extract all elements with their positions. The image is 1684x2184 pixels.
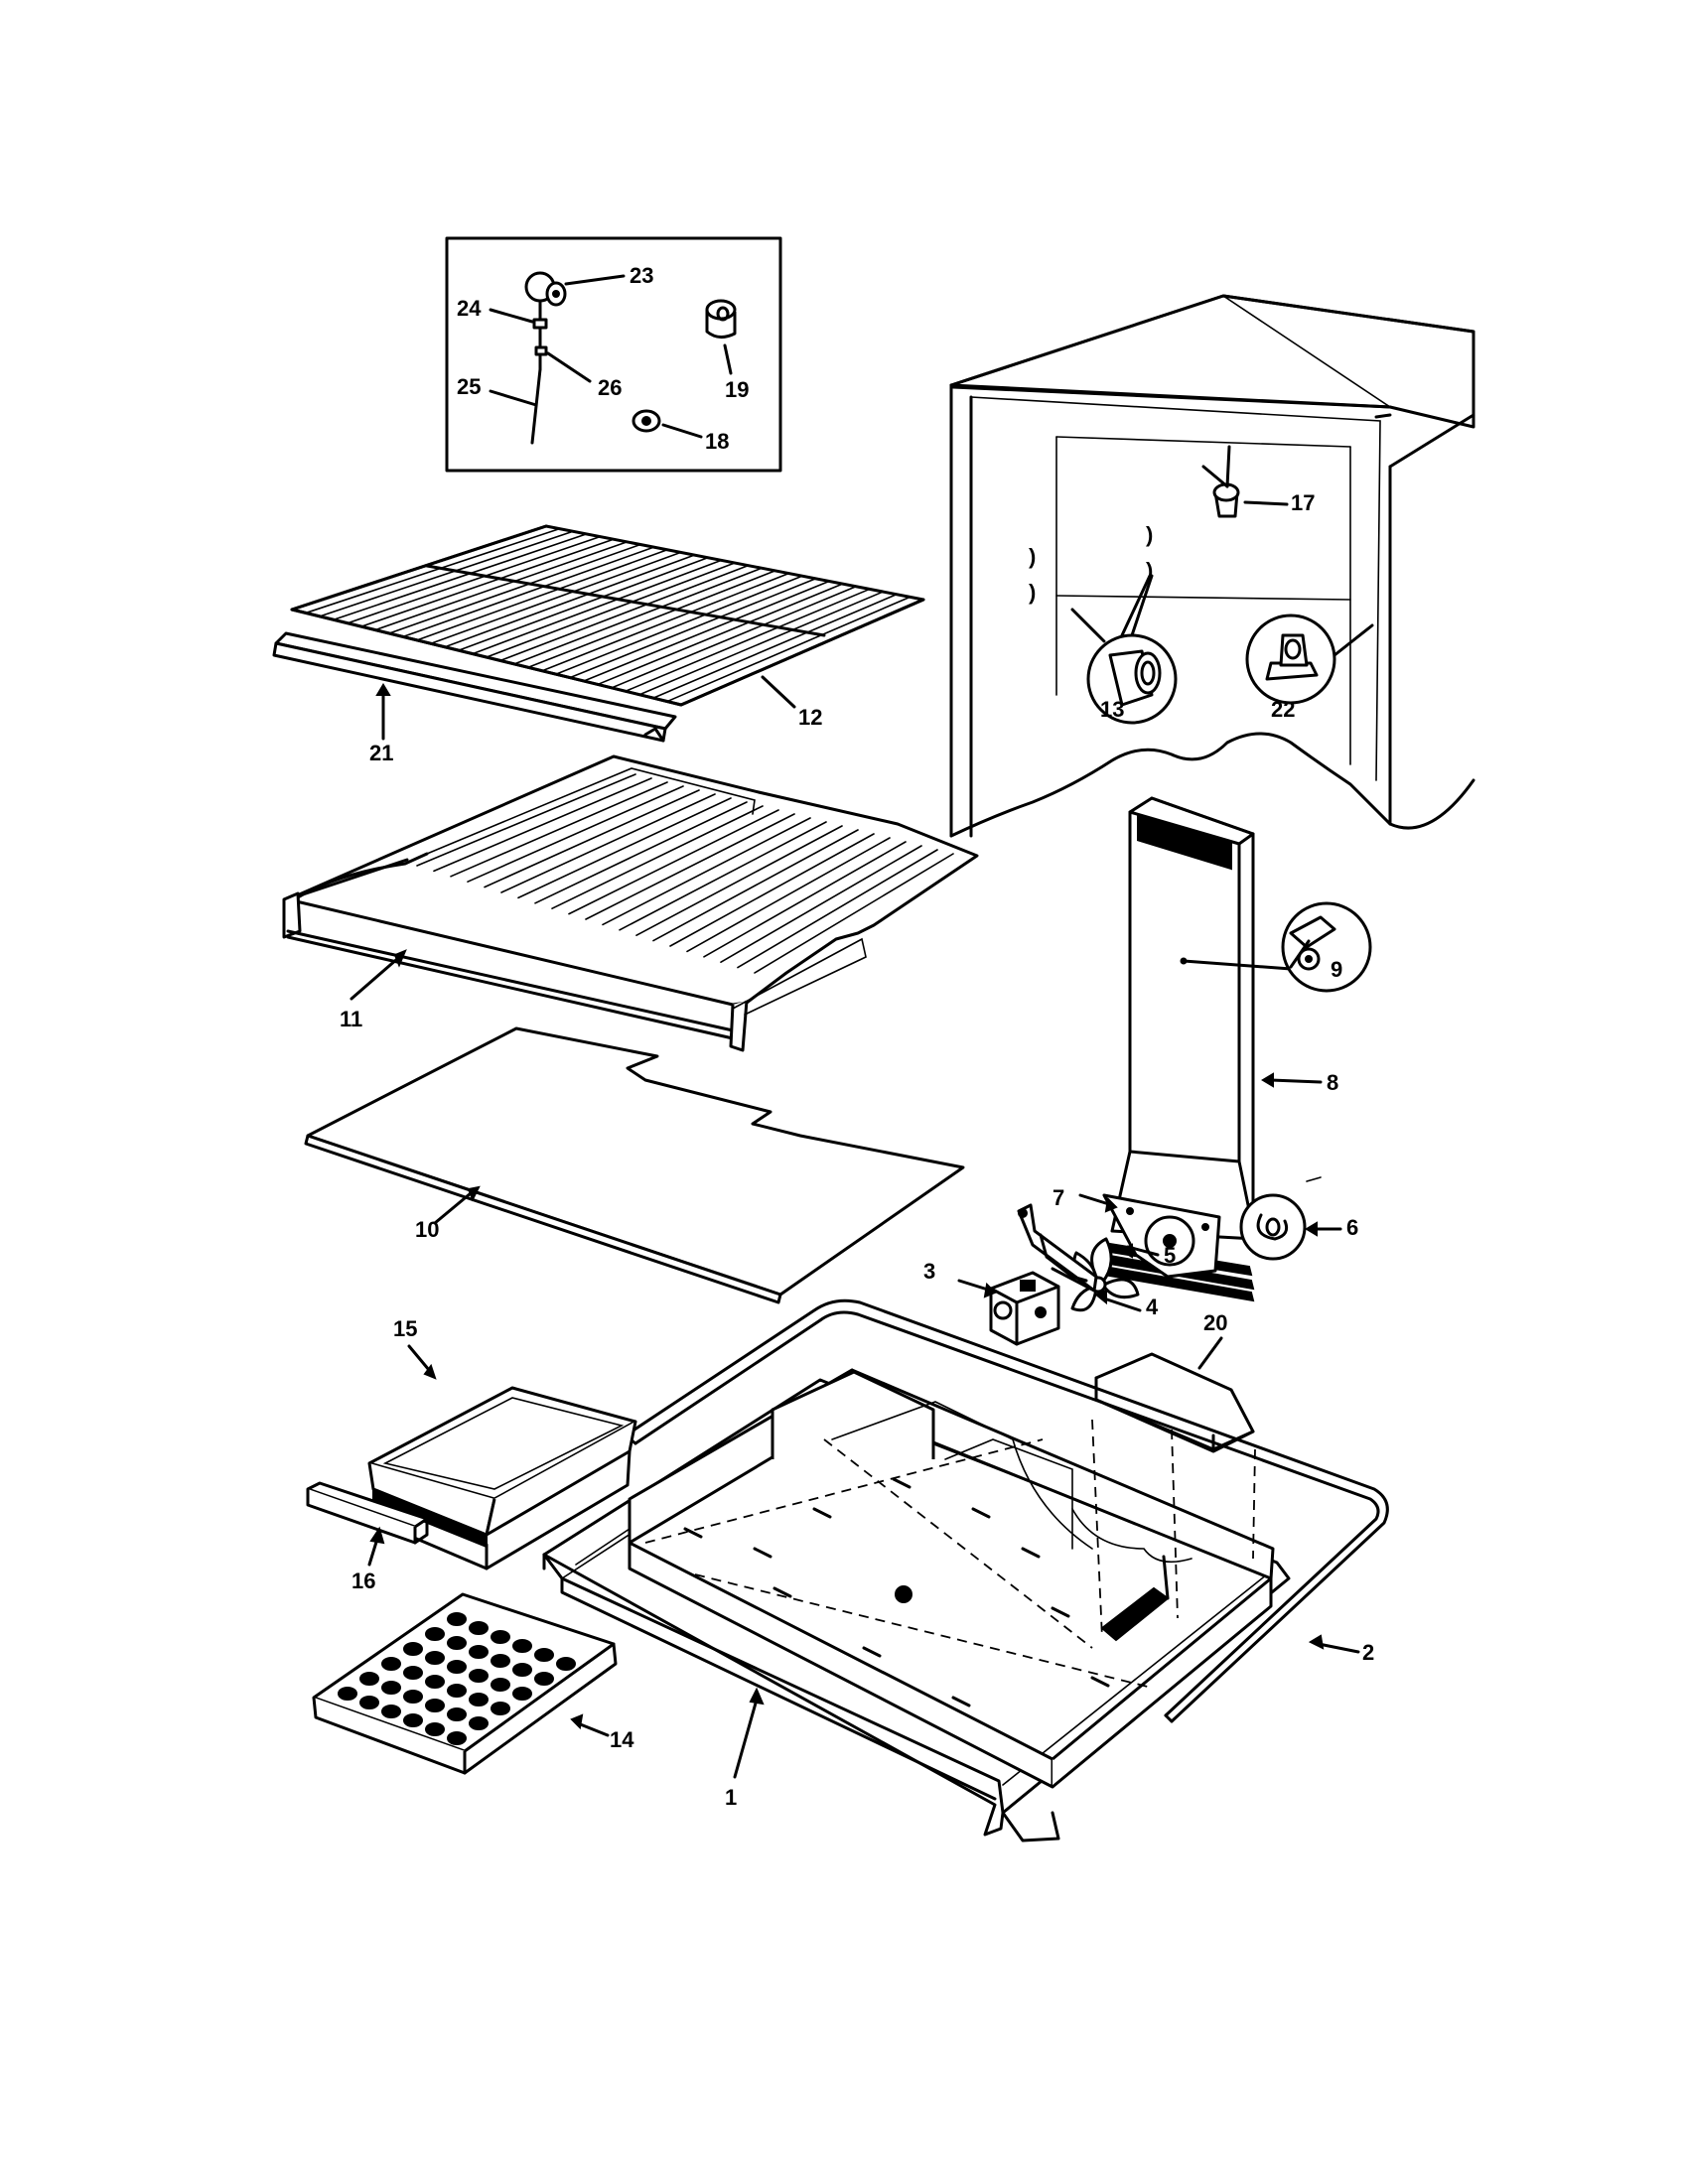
part-18-washer — [632, 409, 661, 433]
part-4-motor-bracket — [1017, 1203, 1098, 1293]
callout-3: 3 — [923, 1259, 935, 1284]
callout-15: 15 — [393, 1316, 417, 1341]
part-17-bumper — [1201, 445, 1240, 518]
svg-text:): ) — [1146, 558, 1153, 583]
callout-2: 2 — [1362, 1640, 1374, 1665]
callout-12: 12 — [798, 705, 822, 730]
callout-4: 4 — [1146, 1295, 1159, 1319]
part-6-grommet-detail — [1239, 1176, 1322, 1261]
part-24-25-26-capillary — [530, 299, 548, 445]
part-13-detail-circle — [1070, 574, 1178, 725]
part-22-detail-circle — [1245, 614, 1374, 705]
callout-1: 1 — [725, 1785, 737, 1810]
callout-6: 6 — [1346, 1215, 1358, 1240]
callout-8: 8 — [1327, 1070, 1338, 1095]
part-12-wire-shelf — [290, 524, 925, 707]
part-16-rail — [306, 1481, 429, 1545]
callout-18: 18 — [705, 429, 729, 454]
part-10-cover-panel — [304, 1026, 965, 1304]
part-23-knob — [524, 271, 567, 307]
callout-21: 21 — [369, 741, 393, 765]
part-15-pan — [367, 1386, 637, 1570]
part-21-shelf-trim — [272, 631, 677, 743]
callout-7: 7 — [1052, 1185, 1064, 1210]
callout-20: 20 — [1203, 1310, 1227, 1335]
callout-14: 14 — [610, 1727, 634, 1752]
svg-text:): ) — [1029, 544, 1036, 569]
part-11-crisper-shelf — [282, 754, 979, 1052]
callout-9: 9 — [1331, 957, 1342, 982]
callout-26: 26 — [598, 375, 622, 400]
part-9-screw-detail — [1281, 901, 1372, 993]
callout-5: 5 — [1164, 1243, 1176, 1268]
part-19-bushing — [705, 299, 737, 339]
svg-text:): ) — [1029, 580, 1036, 605]
inset-box: 23 24 26 25 19 18 — [445, 236, 782, 473]
callout-23: 23 — [630, 263, 653, 288]
svg-text:): ) — [1146, 522, 1153, 547]
part-14-ice-tray — [312, 1592, 618, 1775]
part-1-door-liner — [542, 1368, 1291, 1843]
part-3-fan-motor — [989, 1271, 1060, 1346]
callout-25: 25 — [457, 374, 481, 399]
callout-11: 11 — [340, 1007, 362, 1031]
callout-24: 24 — [457, 296, 482, 321]
callout-22: 22 — [1271, 697, 1295, 722]
cabinet: ) ) ) ) 17 13 — [949, 294, 1475, 838]
callout-17: 17 — [1291, 490, 1315, 515]
callout-10: 10 — [415, 1217, 439, 1242]
callout-19: 19 — [725, 377, 749, 402]
callout-13: 13 — [1100, 697, 1124, 722]
callout-16: 16 — [351, 1569, 375, 1593]
part-7-fan-bracket — [1102, 1193, 1221, 1279]
